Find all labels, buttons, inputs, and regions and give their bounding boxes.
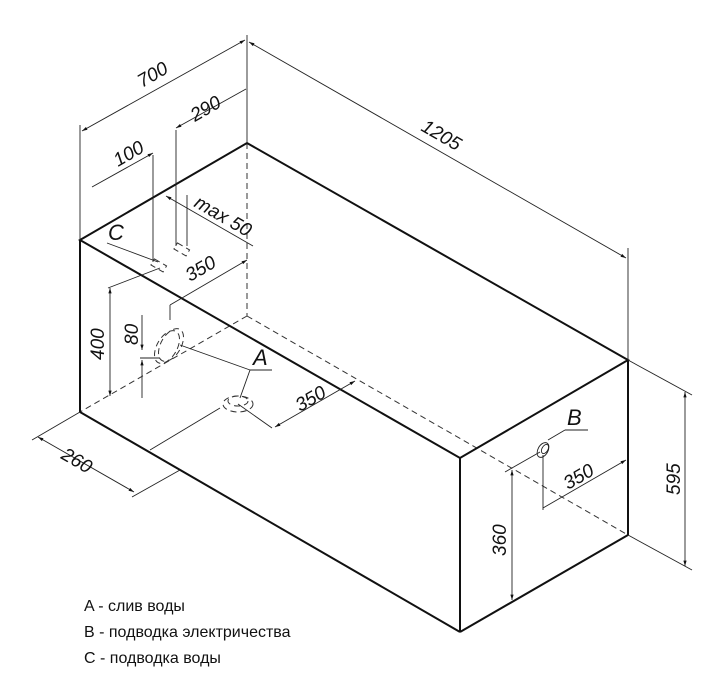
svg-text:B: B [567,405,582,430]
box-outline [77,141,631,633]
svg-text:360: 360 [490,524,511,556]
svg-text:400: 400 [88,328,109,360]
svg-text:C: C [108,220,124,245]
drain-a: A 350 [149,344,356,451]
electric-b: B 350 360 [490,405,627,600]
svg-text:max 50: max 50 [191,192,256,242]
svg-text:80: 80 [122,323,143,345]
legend-item-b: B - подводка электричества [84,624,291,641]
svg-text:700: 700 [134,58,172,92]
svg-text:350: 350 [292,382,330,416]
dimension-length: 1205 [248,41,629,360]
legend: A - слив воды B - подводка электричества… [84,598,291,667]
svg-text:290: 290 [186,92,225,127]
svg-text:595: 595 [664,463,685,495]
svg-text:1205: 1205 [418,116,465,156]
overflow-hole: 400 80 [88,288,184,398]
legend-item-c: C - подводка воды [84,650,221,667]
svg-text:260: 260 [57,444,96,479]
svg-text:100: 100 [110,137,148,171]
hidden-edges [79,143,629,536]
legend-item-a: A - слив воды [84,598,185,615]
dimension-front-offset: 260 [31,411,181,498]
water-supply-c: 100 290 max 50 C 350 [91,88,256,320]
svg-text:350: 350 [182,252,220,286]
svg-text:350: 350 [560,460,598,494]
svg-text:A: A [251,345,268,370]
dimension-height: 595 [627,359,693,571]
